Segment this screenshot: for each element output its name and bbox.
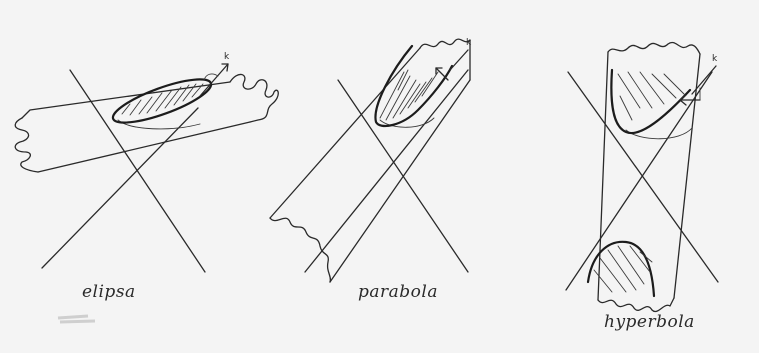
- parabola-plane-edge-left: [270, 48, 420, 218]
- parabola-plane-edge-right: [330, 80, 470, 282]
- hyperbola-cone-line-left: [568, 72, 718, 282]
- hyperbola-plane-edge-right: [674, 54, 700, 298]
- parabola-vector-label: k: [466, 38, 471, 48]
- parabola-diagram: [270, 39, 470, 282]
- ellipse-cone-line-left: [70, 70, 205, 272]
- hyperbola-label: hyperbola: [604, 312, 695, 332]
- ellipse-diagram: [15, 64, 278, 272]
- parabola-label: parabola: [358, 282, 438, 302]
- parabola-cone-line-right: [305, 70, 468, 272]
- parabola-axis-line: [450, 50, 468, 70]
- parabola-normal-vector: [436, 68, 448, 80]
- hyperbola-vector-label: k: [712, 54, 717, 64]
- ellipse-plane-bottom-edge: [38, 122, 250, 172]
- hyperbola-plane-edge-left: [598, 52, 608, 300]
- ellipse-vector-label: k: [224, 52, 229, 62]
- ellipse-plane-top-edge: [22, 82, 230, 118]
- ellipse-label: elipsa: [82, 282, 136, 302]
- parabola-plane-top-wave: [420, 39, 470, 80]
- ellipse-section: [109, 71, 216, 131]
- hyperbola-diagram: [566, 42, 718, 311]
- ellipse-plane-right-wave: [230, 74, 278, 122]
- hyperbola-upper-hatching: [618, 72, 684, 120]
- ellipse-cone-line-right: [42, 108, 198, 268]
- parabola-hatching: [380, 70, 438, 120]
- hyperbola-plane-top-wave: [608, 42, 700, 54]
- paper-smudge: [58, 316, 95, 322]
- ellipse-plane-left-wave: [15, 118, 38, 172]
- hyperbola-plane-bottom-wave: [598, 298, 674, 312]
- hyperbola-axis-line: [692, 66, 716, 94]
- parabola-plane-bottom-wave: [270, 218, 330, 282]
